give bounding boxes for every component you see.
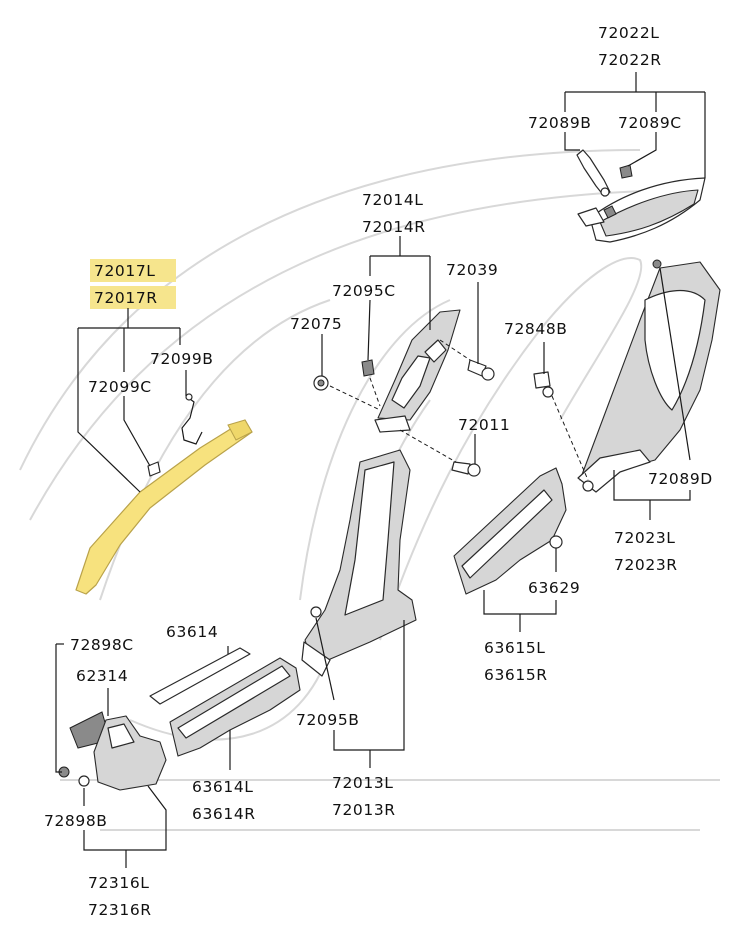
- clip-72898b: [78, 775, 90, 787]
- screw-72039: [467, 359, 495, 381]
- label-72898c: 72898C: [70, 636, 134, 654]
- label-63629: 63629: [528, 579, 580, 597]
- label-63614r: 63614R: [192, 805, 256, 823]
- part-72013-pillar-lower: [301, 449, 417, 677]
- part-72022-upper-trim: [577, 177, 706, 243]
- label-72017l: 72017L: [94, 262, 156, 280]
- label-62314: 62314: [76, 667, 128, 685]
- clip-63629: [549, 535, 563, 549]
- clip-72099c: [147, 461, 161, 477]
- label-72014r: 72014R: [362, 218, 426, 236]
- label-72014l: 72014L: [362, 191, 424, 209]
- label-72013r: 72013R: [332, 801, 396, 819]
- clip-72089d: [582, 480, 594, 492]
- label-72023r: 72023R: [614, 556, 678, 574]
- label-72089b: 72089B: [528, 114, 592, 132]
- label-72011: 72011: [458, 416, 510, 434]
- label-72022r: 72022R: [598, 51, 662, 69]
- label-72039: 72039: [446, 261, 498, 279]
- label-72089d: 72089D: [648, 470, 713, 488]
- part-72017-highlighted-trim: [75, 419, 253, 595]
- clip-72095b: [310, 606, 322, 618]
- screw-72011: [451, 461, 481, 477]
- part-63614-step-trim: [169, 657, 301, 757]
- label-63614l: 63614L: [192, 778, 254, 796]
- clip-72075: [313, 375, 329, 391]
- highlight-72017r: [90, 286, 176, 309]
- part-72014-pillar-upper: [374, 309, 461, 433]
- label-72898b: 72898B: [44, 812, 108, 830]
- clip-72089c: [619, 164, 633, 179]
- label-72089c: 72089C: [618, 114, 682, 132]
- label-63615l: 63615L: [484, 639, 546, 657]
- label-63614: 63614: [166, 623, 218, 641]
- clip-72095c: [361, 359, 375, 377]
- clip-72099b: [181, 393, 203, 445]
- label-72075: 72075: [290, 315, 342, 333]
- part-72023-quarter-trim: [577, 259, 721, 493]
- label-72848b: 72848B: [504, 320, 568, 338]
- clip-72089b: [576, 149, 611, 197]
- part-72316-kick-panel: [93, 715, 167, 791]
- label-72022l: 72022L: [598, 24, 660, 42]
- part-63614-scuff-plate: [149, 647, 251, 705]
- highlight-72017l: [90, 259, 176, 282]
- label-72017r: 72017R: [94, 289, 158, 307]
- label-72316r: 72316R: [88, 901, 152, 919]
- part-63615-rear-step: [453, 467, 567, 595]
- label-72099c: 72099C: [88, 378, 152, 396]
- label-72013l: 72013L: [332, 774, 394, 792]
- label-63615r: 63615R: [484, 666, 548, 684]
- label-72095c: 72095C: [332, 282, 396, 300]
- label-72095b: 72095B: [296, 711, 360, 729]
- screw-72848b: [533, 371, 554, 398]
- label-72023l: 72023L: [614, 529, 676, 547]
- label-72099b: 72099B: [150, 350, 214, 368]
- label-72316l: 72316L: [88, 874, 150, 892]
